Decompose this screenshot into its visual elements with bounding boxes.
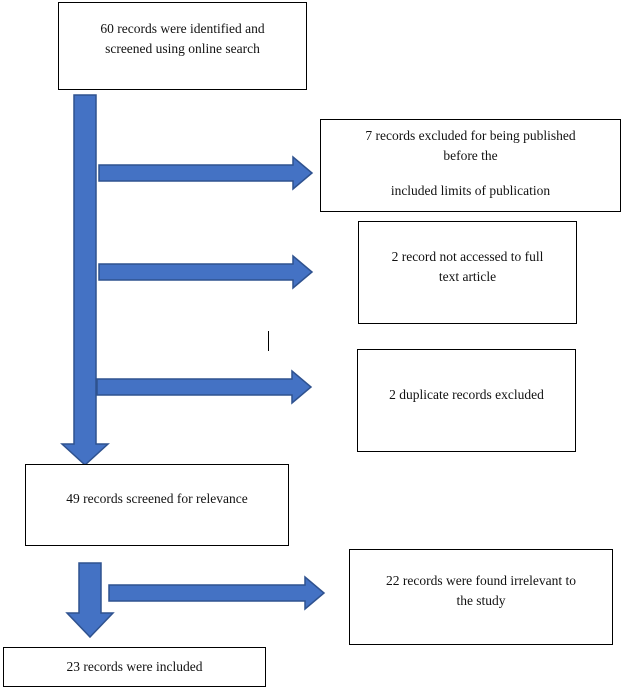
included-line-1: 23 records were included: [66, 659, 203, 674]
not-accessed-box: 2 record not accessed to full text artic…: [358, 221, 577, 324]
not-accessed-line-2: text article: [438, 269, 497, 284]
identified-records-box: 60 records were identified and screened …: [58, 2, 307, 90]
irrelevant-records-box: 22 records were found irrelevant to the …: [349, 549, 613, 645]
duplicates-box: 2 duplicate records excluded: [357, 349, 576, 452]
arrow-branch-not-accessed: [98, 254, 314, 290]
not-accessed-line-1: 2 record not accessed to full: [391, 249, 544, 264]
excluded-publication-line-1: 7 records excluded for being published: [365, 128, 576, 143]
text-cursor: [268, 331, 269, 351]
irrelevant-line-2: the study: [456, 593, 506, 608]
identified-line-2: screened using online search: [105, 41, 260, 56]
included-records-box: 23 records were included: [3, 647, 266, 687]
screened-records-box: 49 records screened for relevance: [25, 464, 289, 546]
excluded-publication-line-2: before the: [443, 148, 498, 163]
arrow-branch-irrelevant: [108, 575, 326, 611]
excluded-publication-line-3: included limits of publication: [390, 183, 551, 198]
arrow-lower-down: [65, 562, 115, 639]
excluded-publication-box: 7 records excluded for being published b…: [320, 119, 621, 212]
arrow-branch-duplicates: [96, 369, 313, 405]
duplicates-line-1: 2 duplicate records excluded: [389, 387, 544, 402]
identified-line-1: 60 records were identified and: [100, 21, 265, 36]
arrow-main-down: [60, 94, 110, 467]
irrelevant-line-1: 22 records were found irrelevant to: [385, 573, 577, 588]
arrow-branch-publication: [98, 155, 314, 191]
screened-line-1: 49 records screened for relevance: [66, 491, 248, 506]
